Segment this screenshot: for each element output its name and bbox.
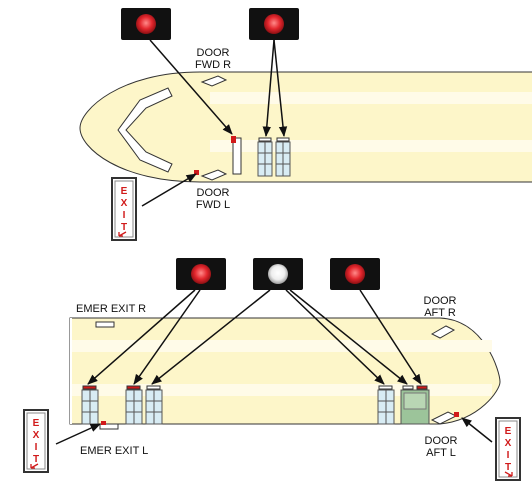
- door-aft-l-light: [454, 412, 459, 417]
- door-fwd-l-label-1: DOOR: [197, 187, 230, 199]
- svg-text:T: T: [33, 454, 39, 465]
- door-aft-l-label-1: DOOR: [425, 435, 458, 447]
- emer-exit-r-label: EMER EXIT R: [76, 303, 146, 315]
- door-aft-l-label-2: AFT L: [426, 447, 456, 459]
- fwd-bulkhead: [232, 137, 242, 175]
- door-fwd-r-icon: [200, 75, 228, 87]
- svg-text:T: T: [505, 462, 511, 473]
- aft-seat-block-1: [81, 385, 99, 425]
- aft-center-indicator: [253, 258, 303, 290]
- arrow: [461, 417, 493, 443]
- door-fwd-l-label-2: FWD L: [196, 199, 230, 211]
- svg-text:I: I: [123, 210, 126, 221]
- arrow: [359, 289, 422, 385]
- arrow: [133, 289, 201, 385]
- door-fwd-l-light: [194, 170, 199, 175]
- svg-text:X: X: [33, 430, 40, 441]
- emer-exit-l-light: [101, 421, 106, 425]
- svg-text:I: I: [35, 442, 38, 453]
- exit-sign-fwd: E X I T: [111, 177, 137, 241]
- door-aft-r-label-2: AFT R: [424, 307, 456, 319]
- cockpit-outline: [117, 87, 173, 173]
- exit-arrow-icon: [504, 471, 513, 477]
- door-aft-r-label-1: DOOR: [424, 295, 457, 307]
- door-fwd-r-label-2: FWD R: [195, 59, 231, 71]
- svg-text:E: E: [505, 426, 512, 437]
- svg-text:E: E: [121, 186, 128, 197]
- arrow: [273, 39, 288, 138]
- arrow: [151, 289, 271, 385]
- door-fwd-l-icon: [200, 169, 228, 181]
- forward-fuselage: [79, 71, 532, 183]
- exit-arrow-icon: [30, 463, 39, 469]
- fwd-bulkhead-light: [231, 136, 236, 143]
- aft-fuselage: [69, 317, 501, 430]
- aft-galley-block: [400, 385, 430, 425]
- svg-text:I: I: [507, 450, 510, 461]
- emer-exit-r-icon: [95, 321, 115, 328]
- aft-right-indicator: [330, 258, 380, 290]
- arrow: [285, 289, 385, 385]
- fwd-seat-block: [257, 137, 291, 177]
- door-fwd-r-label-1: DOOR: [197, 47, 230, 59]
- svg-text:X: X: [505, 438, 512, 449]
- svg-text:T: T: [121, 222, 127, 233]
- exit-sign-aft-right: E X I T: [495, 417, 521, 481]
- aft-left-indicator: [176, 258, 226, 290]
- svg-text:E: E: [33, 418, 40, 429]
- arrow: [141, 173, 197, 207]
- aft-seat-block-3: [377, 385, 395, 425]
- door-aft-r-icon: [430, 325, 456, 339]
- arrow: [55, 423, 101, 445]
- emer-exit-l-label: EMER EXIT L: [80, 445, 148, 457]
- fwd-right-indicator: [249, 8, 299, 40]
- exit-sign-aft-left: E X I T: [23, 409, 49, 473]
- fwd-left-indicator: [121, 8, 171, 40]
- arrow: [289, 289, 408, 385]
- exit-arrow-icon: [118, 231, 127, 237]
- arrow: [262, 39, 275, 138]
- svg-text:X: X: [121, 198, 128, 209]
- arrow: [149, 39, 233, 135]
- aft-seat-block-2: [125, 385, 163, 425]
- arrow: [87, 289, 196, 385]
